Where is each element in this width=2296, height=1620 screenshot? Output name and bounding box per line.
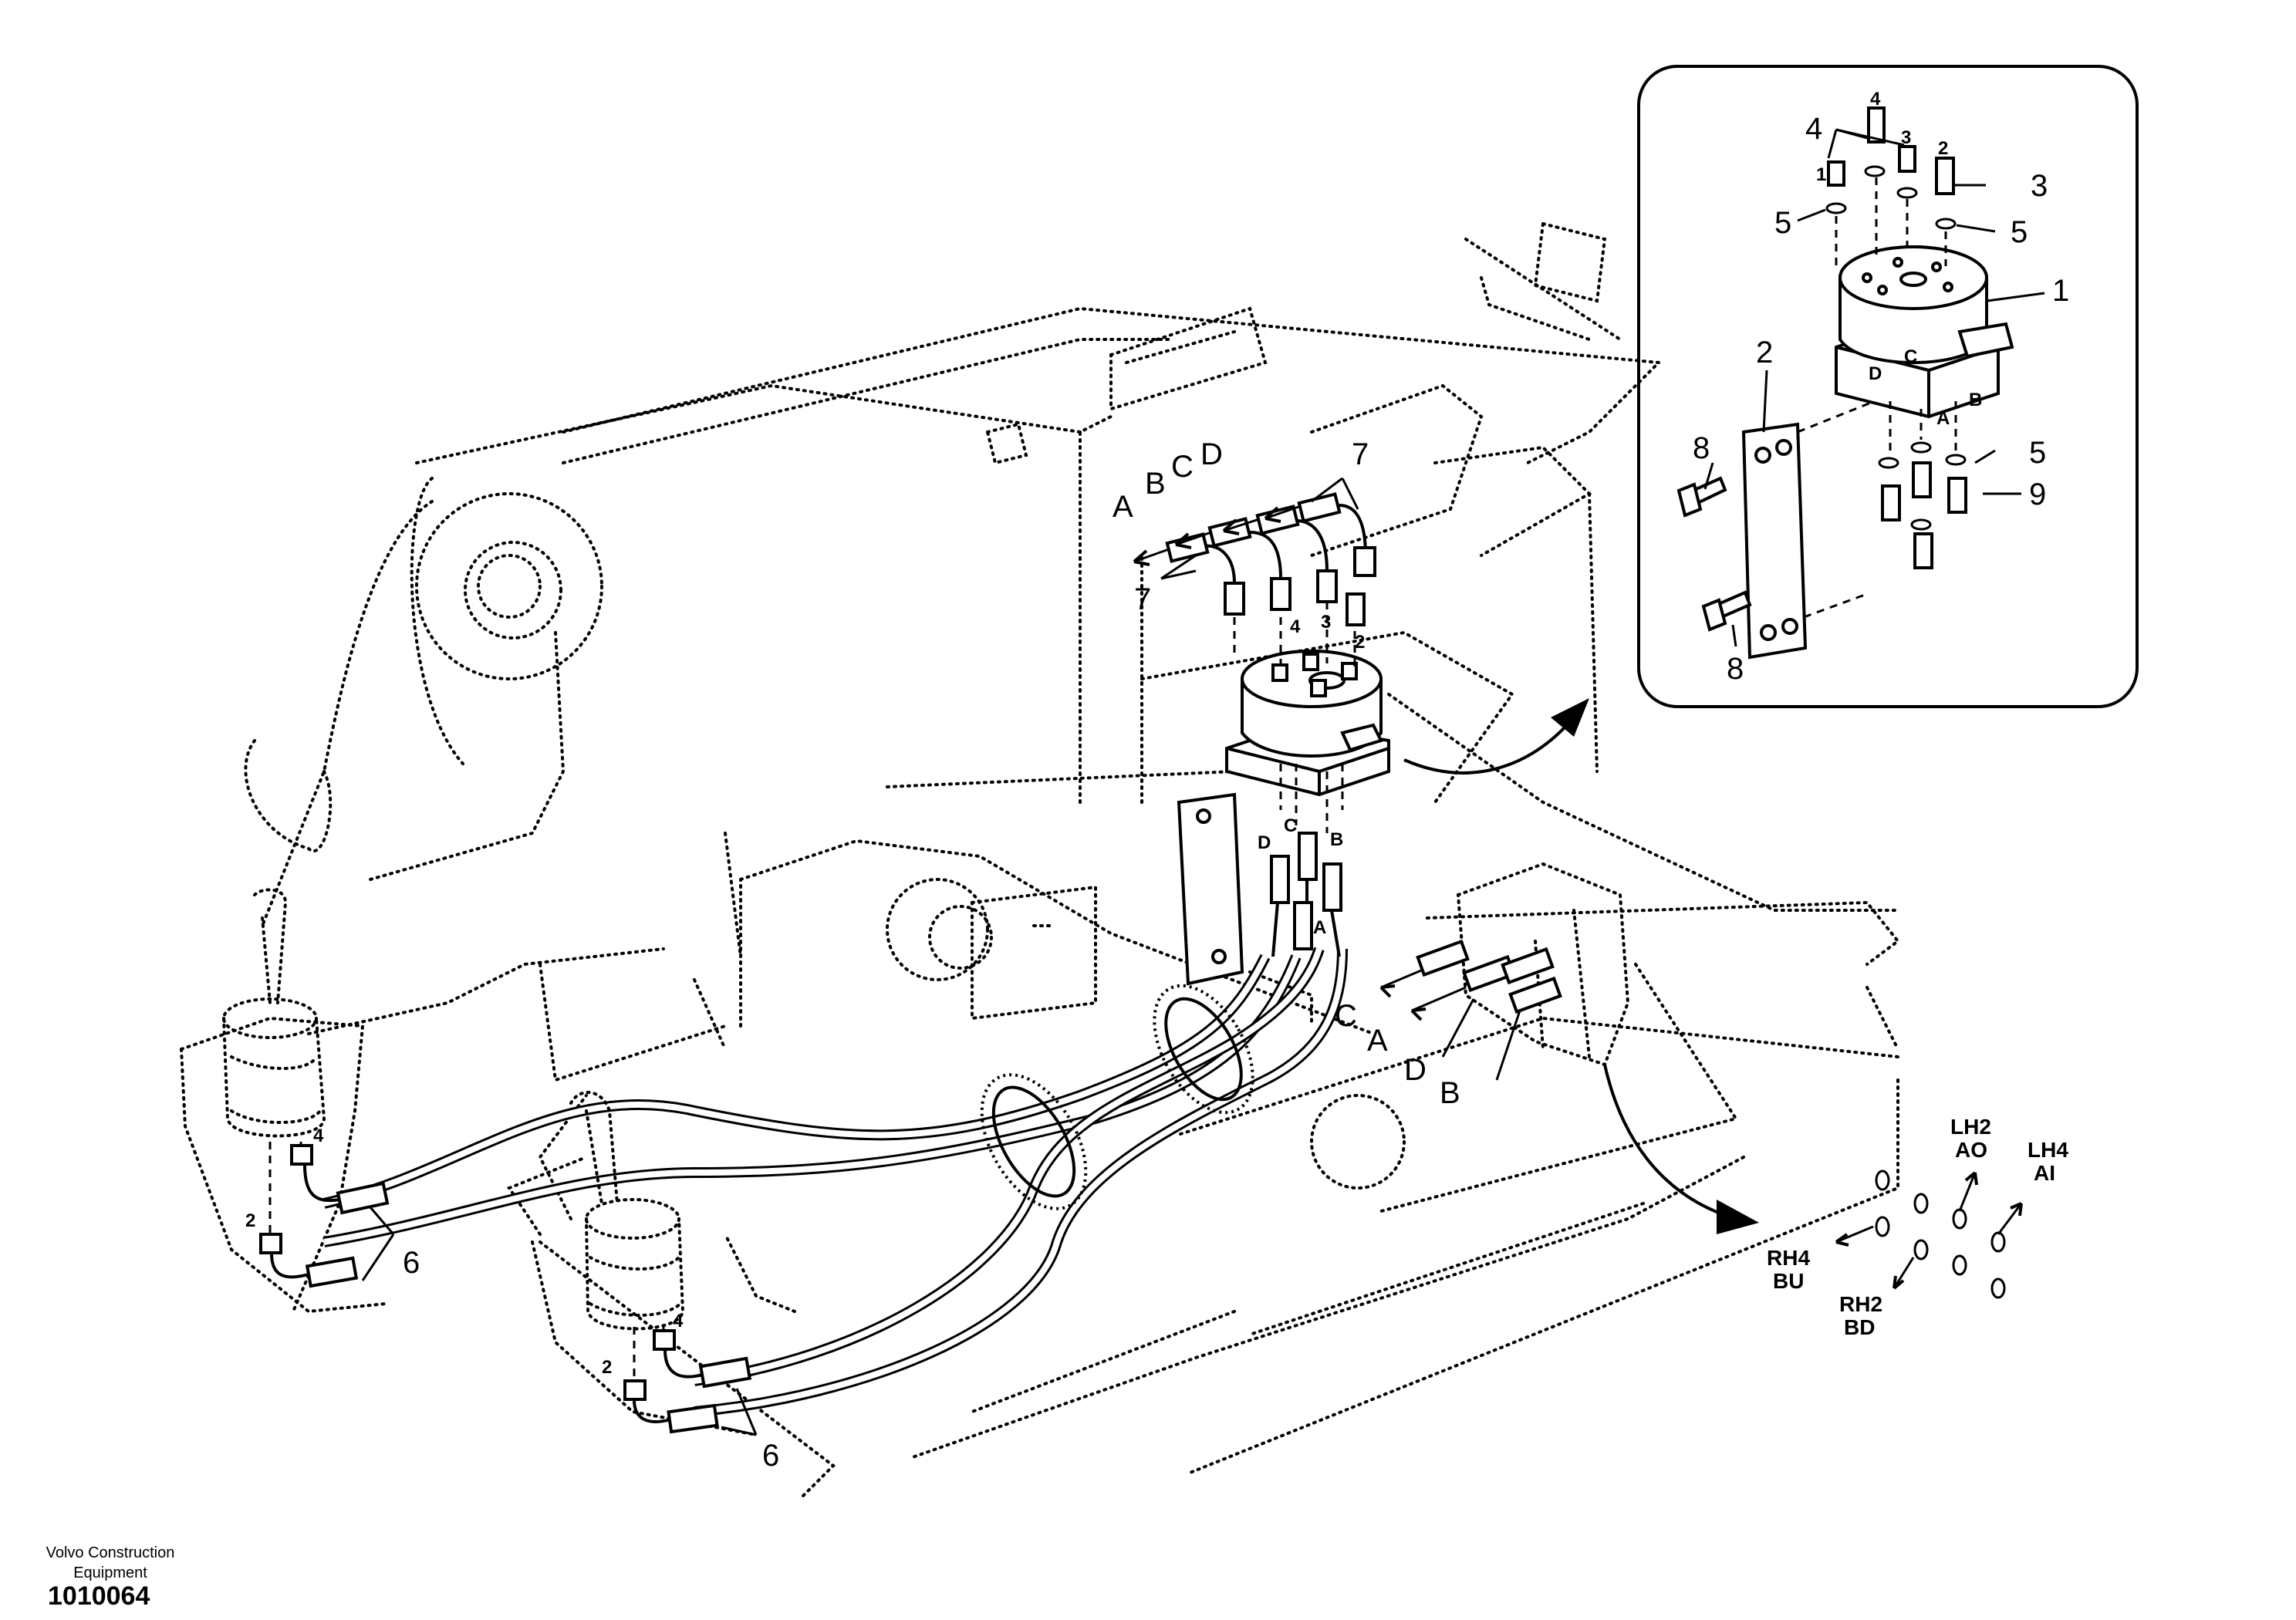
inset-callout-5-lower: 5 — [2029, 436, 2046, 470]
detail-inset — [1637, 65, 2139, 708]
callout-7-left: 7 — [1134, 582, 1151, 616]
inset-callout-9: 9 — [2029, 478, 2046, 511]
label-bd: BD — [1844, 1315, 1875, 1339]
port-d-upper: D — [1200, 437, 1223, 471]
joystick-fittings-right — [623, 1327, 758, 1436]
port-b-swivel: B — [1330, 829, 1343, 850]
inset-callout-8-lower: 8 — [1727, 652, 1744, 686]
callout-6-right: 6 — [762, 1439, 779, 1473]
inset-port-number-1: 1 — [1816, 164, 1826, 185]
port-b-upper: B — [1145, 467, 1166, 501]
inset-port-a: A — [1936, 408, 1950, 429]
swivel-lower-fittings — [1270, 832, 1342, 957]
inset-callout-1: 1 — [2052, 274, 2069, 308]
inset-port-number-4: 4 — [1870, 89, 1881, 110]
label-ao: AO — [1955, 1138, 1987, 1162]
port-number-4-swivel: 4 — [1290, 616, 1301, 637]
brand-name: Volvo Construction Equipment — [22, 1543, 199, 1583]
port-b-valve: B — [1440, 1076, 1460, 1110]
inset-callout-8-upper: 8 — [1693, 431, 1710, 465]
port-number-4-left: 4 — [313, 1126, 324, 1146]
inset-callout-5-right: 5 — [2011, 215, 2028, 249]
right-joystick — [569, 1091, 685, 1331]
left-joystick — [222, 888, 326, 1138]
inset-port-number-2: 2 — [1938, 138, 1948, 159]
label-lh4: LH4 — [2028, 1138, 2068, 1162]
inset-callout-4: 4 — [1805, 112, 1822, 146]
port-c-upper: C — [1171, 450, 1194, 484]
port-a-upper: A — [1113, 490, 1133, 524]
port-d-valve: D — [1404, 1053, 1427, 1087]
port-hole-layout — [1835, 1169, 2023, 1299]
label-bu: BU — [1773, 1269, 1804, 1293]
control-valve-block — [1379, 862, 1630, 1081]
brand-line-1: Volvo Construction — [46, 1544, 175, 1561]
port-number-2-swivel: 2 — [1355, 632, 1365, 653]
drawing-number: 1010064 — [48, 1581, 150, 1611]
brand-line-2: Equipment — [73, 1564, 147, 1581]
port-number-2-left: 2 — [245, 1210, 255, 1231]
mounting-plate — [1177, 792, 1244, 986]
hose-harness — [322, 947, 1348, 1417]
inset-callout-2: 2 — [1756, 336, 1773, 370]
port-a-valve: A — [1367, 1024, 1388, 1058]
swivel-valve — [1225, 650, 1390, 833]
port-d-swivel: D — [1258, 832, 1271, 853]
machine-frame — [180, 221, 1900, 1498]
upper-fittings — [1133, 477, 1376, 671]
port-number-3-swivel: 3 — [1321, 612, 1331, 633]
joystick-fittings-left — [259, 1142, 395, 1288]
port-c-swivel: C — [1284, 815, 1297, 836]
port-number-2-right: 2 — [602, 1357, 612, 1378]
port-c-valve: C — [1335, 999, 1357, 1033]
inset-port-c: C — [1904, 346, 1917, 367]
label-lh2: LH2 — [1950, 1115, 1991, 1139]
label-rh2: RH2 — [1839, 1292, 1882, 1316]
label-rh4: RH4 — [1767, 1246, 1810, 1270]
callout-7-top: 7 — [1352, 437, 1369, 471]
labels: 6 6 7 7 A B C D C A D B D C B A 4 3 2 4 … — [245, 89, 2069, 1473]
port-number-4-right: 4 — [673, 1311, 684, 1331]
inset-port-b: B — [1969, 390, 1982, 410]
inset-callout-3: 3 — [2031, 169, 2048, 203]
inset-port-number-3: 3 — [1901, 127, 1911, 148]
inset-callout-5-left: 5 — [1774, 206, 1791, 240]
pointer-arrows — [1403, 698, 1759, 1234]
callout-6-left: 6 — [403, 1246, 420, 1280]
inset-port-d: D — [1869, 363, 1882, 384]
label-ai: AI — [2034, 1161, 2055, 1185]
port-a-swivel: A — [1313, 917, 1326, 938]
